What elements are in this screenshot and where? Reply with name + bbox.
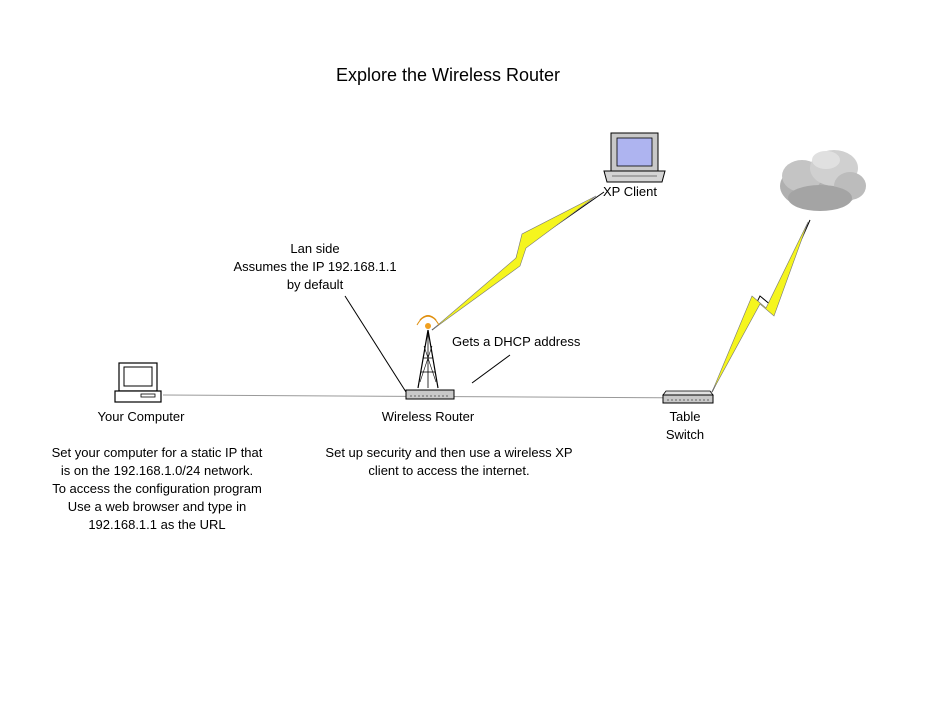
diagram-title: Explore the Wireless Router [335,65,561,85]
lan-side-line-2: Assumes the IP 192.168.1.1 [233,259,397,274]
dhcp-pointer-line [471,354,511,384]
lan-side-line-3: by default [286,277,344,292]
switch-icon [662,390,714,404]
lan-side-pointer-line [344,295,407,393]
cloud-icon [780,150,866,211]
your-computer-label: Your Computer [97,409,185,424]
router-note-line-2: client to access the internet. [368,463,530,478]
computer-setup-note: Set your computer for a static IP that i… [30,444,284,534]
lan-side-annotation: Lan side Assumes the IP 192.168.1.1 by d… [215,240,415,294]
dhcp-annotation: Gets a DHCP address [452,334,581,349]
table-switch-label: Table Switch [654,408,716,444]
xp-client-label: XP Client [603,184,657,199]
table-switch-line-1: Table [669,409,701,424]
router-setup-note: Set up security and then use a wireless … [300,444,598,480]
computer-note-line-2: is on the 192.168.1.0/24 network. [60,463,254,478]
desktop-computer-icon [114,362,162,403]
wireless-link-xp-client [431,191,605,331]
router-tower-icon [405,315,455,400]
computer-note-line-4: Use a web browser and type in [67,499,247,514]
wireless-router-label: Wireless Router [381,409,475,424]
computer-note-line-5: 192.168.1.1 as the URL [88,517,226,532]
computer-note-line-1: Set your computer for a static IP that [51,445,263,460]
laptop-icon [603,132,666,183]
router-note-line-1: Set up security and then use a wireless … [325,445,573,460]
wireless-link-internet [711,219,811,393]
table-switch-line-2: Switch [665,427,705,442]
computer-note-line-3: To access the configuration program [52,481,262,496]
lan-side-line-1: Lan side [290,241,340,256]
